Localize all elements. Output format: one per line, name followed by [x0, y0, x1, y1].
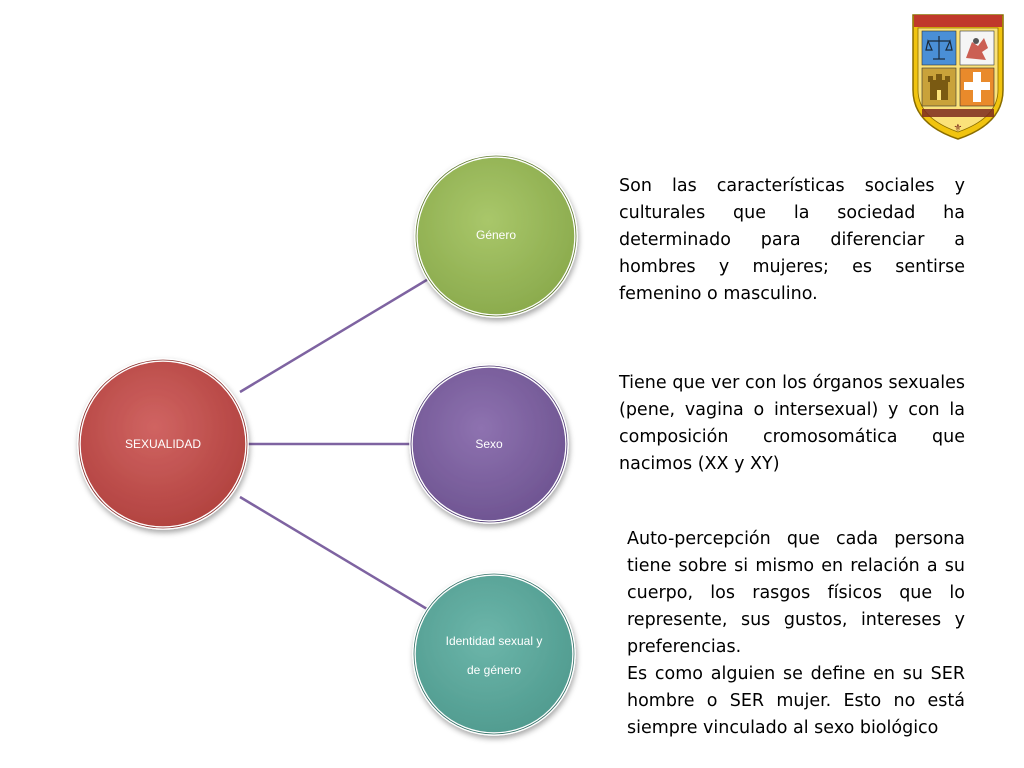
svg-text:⚜: ⚜ — [954, 123, 963, 134]
castle-icon — [928, 74, 950, 100]
connector-genero — [239, 276, 431, 394]
node-genero: Género — [414, 154, 578, 318]
description-sexo: Tiene que ver con los órganos sexuales (… — [619, 373, 965, 474]
description-identidad: Auto-percepción que cada persona tiene s… — [627, 526, 965, 742]
node-sexo: Sexo — [409, 364, 569, 524]
node-identidad-label-line1: Identidad sexual y — [446, 634, 543, 648]
node-sexualidad: SEXUALIDAD — [77, 358, 249, 530]
description-genero: Son las características sociales y cultu… — [619, 176, 965, 304]
node-identidad: Identidad sexual y de género — [412, 572, 576, 736]
crest-motto-band-icon — [922, 109, 994, 117]
scales-icon — [925, 36, 953, 60]
node-sexualidad-label: SEXUALIDAD — [125, 437, 201, 451]
description-identidad-paragraph-1: Auto-percepción que cada persona tiene s… — [627, 529, 965, 657]
description-identidad-paragraph-2: Es como alguien se define en su SER homb… — [627, 664, 965, 738]
connector-identidad — [239, 495, 433, 614]
cross-icon — [964, 72, 990, 102]
node-genero-label: Género — [476, 228, 516, 242]
node-identidad-label-line2: de género — [467, 663, 521, 677]
node-sexo-label: Sexo — [475, 437, 503, 451]
fleur-de-lis-icon: ⚜ — [954, 123, 963, 134]
school-crest-logo: ⚜ — [912, 14, 1004, 140]
knight-icon — [966, 38, 988, 60]
